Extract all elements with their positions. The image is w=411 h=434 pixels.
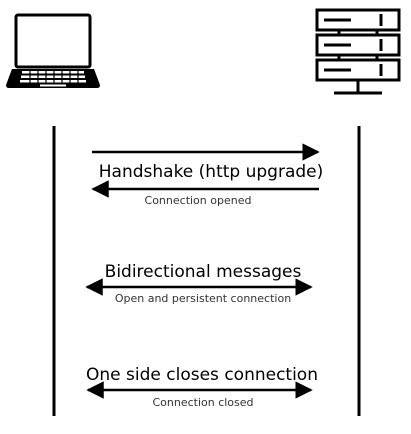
laptop-icon: [6, 13, 100, 88]
connection-closed-label: Connection closed: [152, 396, 254, 409]
server-rack-icon: [315, 8, 401, 95]
bidirectional-messages-label: Bidirectional messages: [104, 262, 302, 282]
close-connection-label: One side closes connection: [86, 365, 318, 385]
persistent-connection-label: Open and persistent connection: [114, 292, 292, 305]
handshake-label: Handshake (http upgrade): [98, 162, 324, 182]
connection-opened-label: Connection opened: [144, 194, 252, 207]
